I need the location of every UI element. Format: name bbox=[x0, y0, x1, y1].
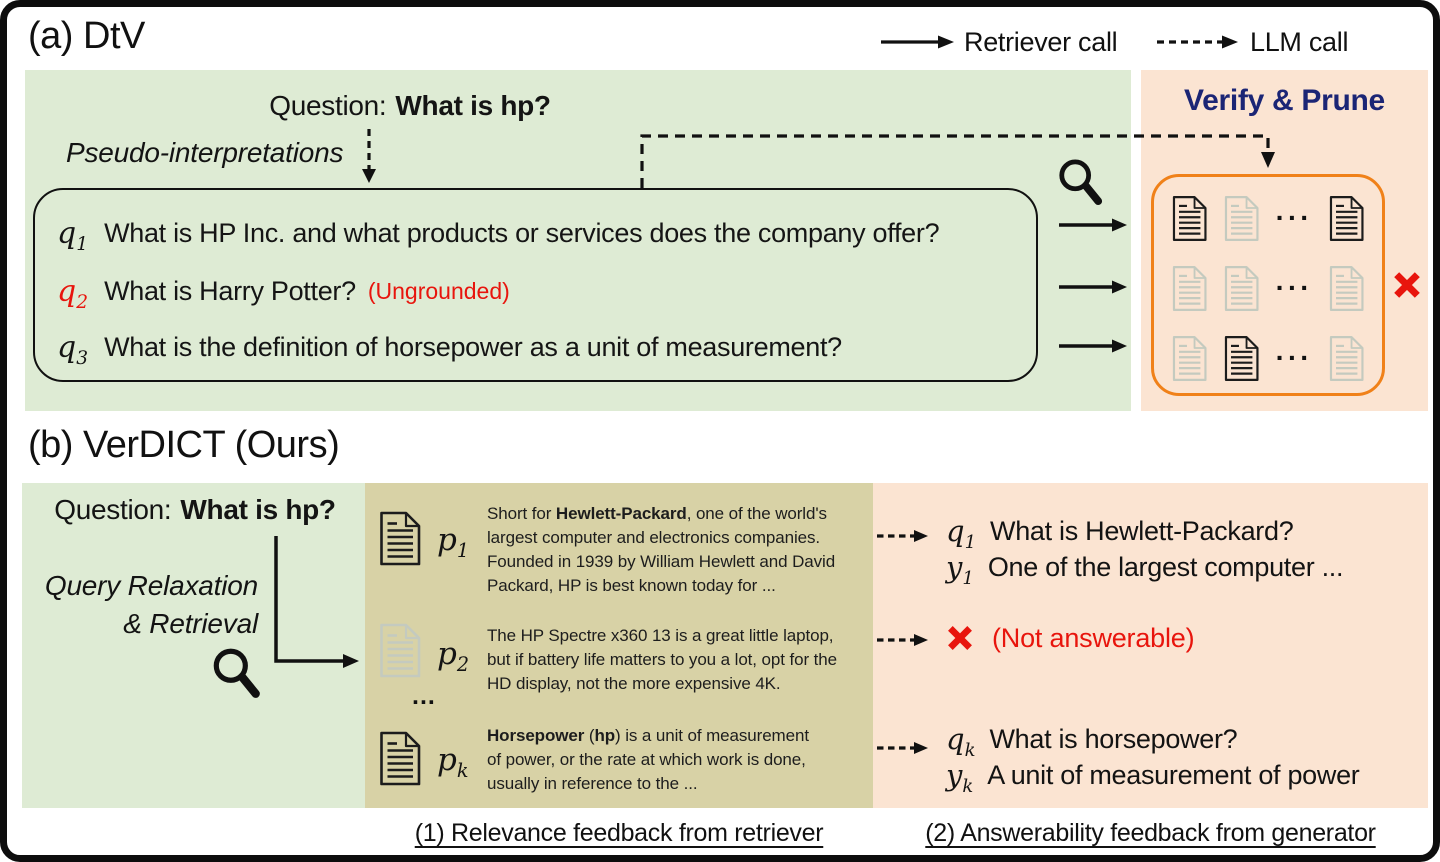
p2-passage-text: The HP Spectre x360 13 is a great little… bbox=[487, 626, 837, 693]
document-icon bbox=[1171, 335, 1208, 382]
doc-grid-row-2: ··· bbox=[1154, 261, 1382, 315]
question-prefix: Question: bbox=[269, 90, 387, 121]
prune-cross-icon bbox=[1392, 270, 1422, 300]
question-line-b: Question: What is hp? bbox=[30, 494, 360, 526]
document-icon bbox=[378, 730, 422, 787]
doc-grid-row-1: ··· bbox=[1154, 191, 1382, 245]
p1-label: p1 bbox=[437, 522, 470, 563]
question-text: What is hp? bbox=[395, 90, 551, 121]
yk-out-label: yk bbox=[946, 758, 974, 797]
p1-passage-text: Short for Hewlett-Packard, one of the wo… bbox=[487, 504, 836, 595]
pseudo-interpretations-label: Pseudo-interpretations bbox=[66, 137, 344, 168]
document-icon bbox=[378, 510, 422, 567]
question-line-a: Question: What is hp? bbox=[140, 90, 680, 122]
ellipsis-dots: ··· bbox=[1275, 272, 1313, 303]
solid-arrow-icon bbox=[881, 35, 954, 49]
llm-call-dashed-path bbox=[640, 134, 1275, 188]
pk-passage-text: Horsepower (hp) is a unit of measurement… bbox=[487, 726, 809, 793]
retriever-arrow-q3 bbox=[1059, 339, 1127, 353]
dashed-down-arrow-icon bbox=[362, 129, 376, 183]
interpretation-row-q2: q2 What is Harry Potter? (Ungrounded) bbox=[35, 270, 1036, 312]
y1-out-label: y1 bbox=[946, 550, 974, 589]
document-icon bbox=[1171, 265, 1208, 312]
output-yk-line: yk A unit of measurement of power bbox=[946, 758, 1360, 797]
legend-llm-label: LLM call bbox=[1250, 27, 1349, 57]
qk-out-label: qk bbox=[946, 722, 976, 761]
search-icon bbox=[1056, 156, 1104, 208]
doc-grid-row-3: ··· bbox=[1154, 331, 1382, 385]
document-icon bbox=[1171, 195, 1208, 242]
pk-label: pk bbox=[437, 742, 469, 783]
q1-out-label: q1 bbox=[946, 514, 977, 553]
caption-answerability-feedback: (2) Answerability feedback from generato… bbox=[925, 819, 1376, 847]
document-icon bbox=[1223, 335, 1260, 382]
panel-dtv-green bbox=[25, 70, 1131, 411]
retrieval-elbow-arrow bbox=[274, 536, 359, 668]
document-icon bbox=[1328, 265, 1365, 312]
llm-dashed-arrow-3 bbox=[877, 742, 928, 754]
query-relaxation-label: Query Relaxation bbox=[44, 570, 258, 601]
q1-out-text: What is Hewlett-Packard? bbox=[990, 515, 1294, 546]
section-a-title: (a) DtV bbox=[28, 15, 145, 57]
not-answerable-note: (Not answerable) bbox=[992, 623, 1195, 653]
llm-dashed-arrow-2 bbox=[877, 634, 928, 646]
output-q1-line: q1 What is Hewlett-Packard? bbox=[946, 514, 1294, 553]
document-icon bbox=[1223, 265, 1260, 312]
retriever-arrow-q2 bbox=[1059, 280, 1127, 294]
caption-relevance-feedback: (1) Relevance feedback from retriever bbox=[414, 819, 824, 847]
panel-passages bbox=[365, 483, 873, 808]
llm-dashed-arrow-1 bbox=[877, 530, 928, 542]
output-y1-line: y1 One of the largest computer ... bbox=[946, 550, 1344, 589]
not-answerable-cross-icon bbox=[946, 624, 974, 652]
question-prefix: Question: bbox=[54, 494, 172, 525]
q2-ungrounded-note: (Ungrounded) bbox=[367, 277, 510, 304]
panel-verdict-green bbox=[22, 483, 365, 808]
document-icon bbox=[1328, 195, 1365, 242]
dashed-arrow-icon bbox=[1157, 35, 1238, 49]
panel-verify-prune bbox=[1141, 70, 1428, 411]
interpretation-row-q1: q1 What is HP Inc. and what products or … bbox=[35, 212, 1036, 254]
retriever-arrow-q1 bbox=[1059, 218, 1127, 232]
qk-out-text: What is horsepower? bbox=[989, 723, 1238, 754]
q1-label: q1 bbox=[57, 215, 89, 255]
retrieval-label: & Retrieval bbox=[123, 608, 258, 639]
ellipsis-dots: ··· bbox=[1275, 342, 1313, 373]
q2-text: What is Harry Potter? bbox=[104, 275, 356, 306]
ellipsis-dots: ··· bbox=[1275, 202, 1313, 233]
document-icon bbox=[1223, 195, 1260, 242]
document-icon bbox=[1328, 335, 1365, 382]
interpretation-row-q3: q3 What is the definition of horsepower … bbox=[35, 326, 1036, 368]
section-b-title: (b) VerDICT (Ours) bbox=[28, 424, 340, 466]
y1-out-text: One of the largest computer ... bbox=[987, 551, 1344, 582]
legend-retriever-label: Retriever call bbox=[964, 27, 1118, 57]
p2-label: p2 bbox=[437, 636, 470, 677]
search-icon bbox=[210, 645, 262, 701]
q3-text: What is the definition of horsepower as … bbox=[104, 331, 842, 362]
q2-label: q2 bbox=[57, 273, 89, 313]
retrieved-docs-box: ··· ··· ··· bbox=[1151, 174, 1385, 396]
pseudo-interpretations-box: q1 What is HP Inc. and what products or … bbox=[33, 188, 1038, 382]
q1-text: What is HP Inc. and what products or ser… bbox=[104, 217, 940, 248]
verify-prune-title: Verify & Prune bbox=[1184, 84, 1385, 117]
question-text: What is hp? bbox=[180, 494, 336, 525]
passages-ellipsis: ... bbox=[412, 682, 436, 710]
document-icon bbox=[378, 622, 422, 679]
output-qk-line: qk What is horsepower? bbox=[946, 722, 1238, 761]
yk-out-text: A unit of measurement of power bbox=[987, 759, 1360, 790]
q3-label: q3 bbox=[57, 329, 89, 369]
